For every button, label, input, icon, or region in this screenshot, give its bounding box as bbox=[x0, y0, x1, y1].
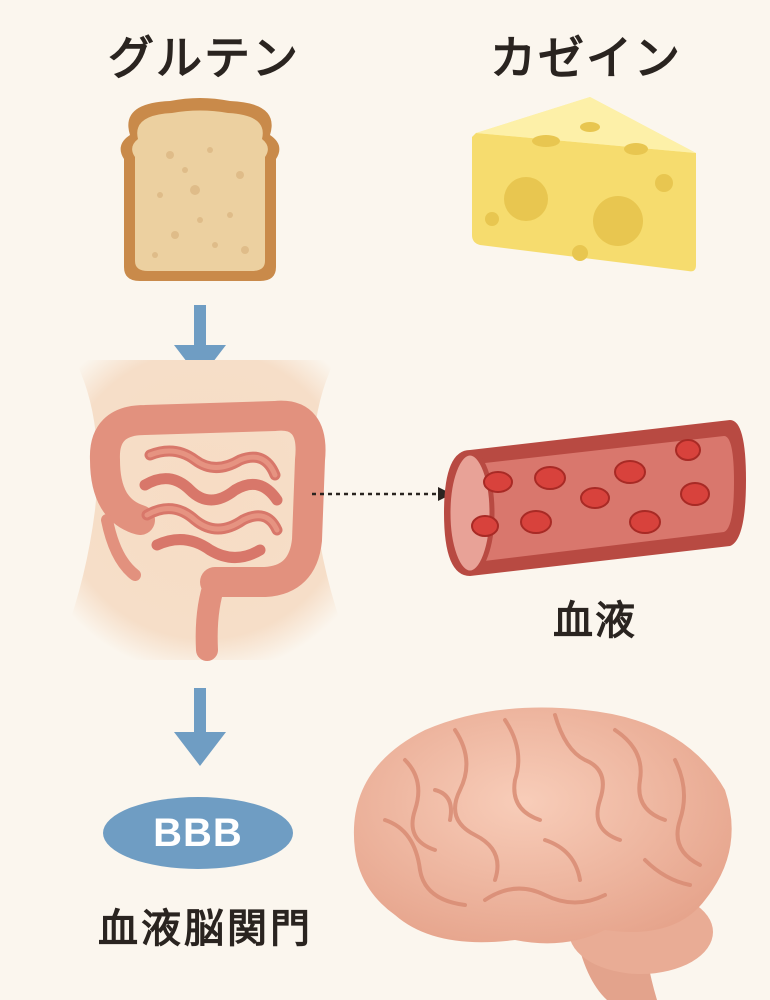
blood-label: 血液 bbox=[553, 598, 637, 644]
intestine-icon bbox=[55, 360, 355, 661]
cheese-icon bbox=[472, 97, 696, 272]
brain-icon bbox=[353, 707, 732, 1000]
bread-icon bbox=[120, 98, 280, 281]
bbb-badge: BBB bbox=[103, 797, 293, 869]
blood-vessel-icon bbox=[444, 420, 746, 576]
casein-label: カゼイン bbox=[490, 31, 682, 85]
bbb-full-label: 血液脳関門 bbox=[98, 906, 313, 952]
bbb-abbreviation: BBB bbox=[153, 810, 243, 855]
arrow-down-icon bbox=[174, 688, 226, 766]
gluten-label: グルテン bbox=[108, 31, 300, 85]
